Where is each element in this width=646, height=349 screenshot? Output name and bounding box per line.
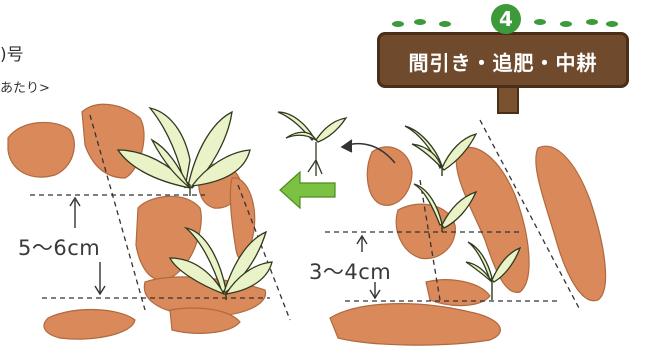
header-fragment-line1: )号	[0, 40, 24, 65]
sign-title: 間引き・追肥・中耕	[380, 47, 626, 76]
thinning-arrow-icon	[280, 172, 335, 208]
sign-post	[497, 86, 519, 114]
soil-clumps-right	[330, 146, 606, 345]
spacing-label-left: 5〜6cm	[18, 232, 100, 262]
spacing-label-right: 3〜4cm	[309, 256, 391, 286]
header-fragment-line2: あたり>	[0, 77, 50, 96]
soil-clumps-left	[8, 104, 266, 339]
thinned-seedling	[278, 112, 346, 176]
step-number-badge: 4	[491, 4, 521, 34]
step-sign: 間引き・追肥・中耕	[377, 32, 629, 88]
